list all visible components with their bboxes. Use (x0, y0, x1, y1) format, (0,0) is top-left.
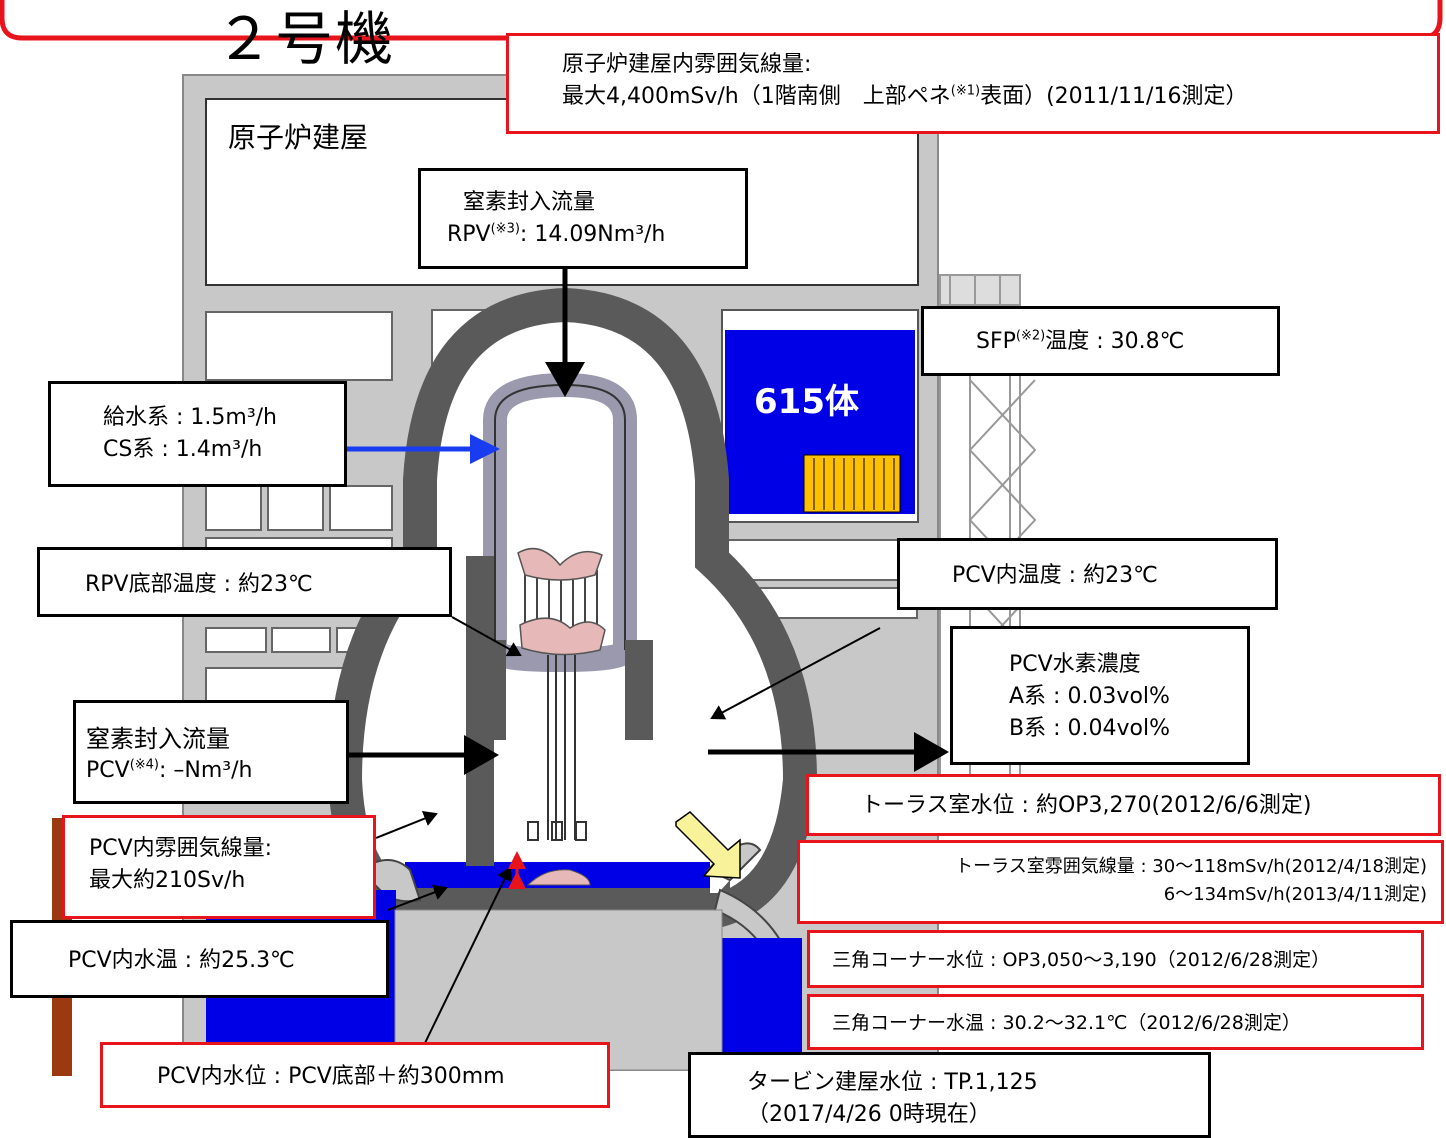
arrow-rpv-bottom (451, 616, 522, 657)
pcv-dose-line1: PCV内雰囲気線量: (89, 836, 273, 861)
n2-rpv-line2: RPV(※3): 14.09Nm³/h (447, 221, 666, 247)
debris (526, 869, 591, 886)
arrow-torus (675, 811, 741, 879)
arrow-pcv-temp (710, 627, 881, 720)
n2-pcv-line2: PCV(※4): –Nm³/h (86, 757, 253, 783)
arrow-water-level (424, 866, 512, 1044)
n2-pcv-box: 窒素封入流量 PCV(※4): –Nm³/h (73, 700, 349, 804)
biological-shield-right (625, 640, 653, 740)
arrow-water-temp (387, 884, 448, 911)
pcv-h2-title: PCV水素濃度 (1009, 652, 1141, 677)
building-dose-box: 原子炉建屋内雰囲気線量: 最大4,400mSv/h（1階南側 上部ペネ(※1)表… (506, 33, 1440, 134)
n2-rpv-box: 窒素封入流量 RPV(※3): 14.09Nm³/h (418, 168, 748, 269)
reactor-building-label: 原子炉建屋 (228, 121, 369, 154)
pcv-water-temp-box: PCV内水温 : 約25.3℃ (10, 920, 389, 998)
corner-level-box: 三角コーナー水位 : OP3,050～3,190（2012/6/28測定） (807, 930, 1424, 988)
turbine-level-line1: タービン建屋水位 : TP.1,125 (747, 1070, 1038, 1095)
spent-fuel-count: 615体 (754, 382, 859, 422)
building-dose-line2: 最大4,400mSv/h（1階南側 上部ペネ(※1)表面）(2011/11/16… (562, 83, 1248, 109)
pcv-temp: PCV内温度 : 約23℃ (952, 563, 1158, 588)
sfp-temp: SFP(※2)温度 : 30.8℃ (976, 328, 1185, 354)
pcv-water-level-box: PCV内水位 : PCV底部＋約300mm (100, 1042, 610, 1108)
torus-dose-box: トーラス室雰囲気線量 : 30～118mSv/h(2012/4/18測定) 6～… (797, 840, 1444, 924)
rpv-bottom-temp-box: RPV底部温度 : 約23℃ (37, 547, 452, 617)
building-dose-line1: 原子炉建屋内雰囲気線量: (562, 52, 812, 77)
sfp-box: SFP(※2)温度 : 30.8℃ (921, 306, 1280, 376)
arrow-pcv-dose (375, 811, 438, 839)
rpv-bottom-temp: RPV底部温度 : 約23℃ (85, 572, 313, 597)
turbine-level-box: タービン建屋水位 : TP.1,125 （2017/4/26 0時現在） (688, 1052, 1211, 1138)
control-rod-drives (527, 655, 587, 841)
torus-level-box: トーラス室水位 : 約OP3,270(2012/6/6測定) (806, 774, 1441, 836)
pcv-dose-line2: 最大約210Sv/h (89, 868, 246, 893)
feedwater-box: 給水系 : 1.5m³/h CS系 : 1.4m³/h (48, 381, 347, 487)
biological-shield-left (466, 556, 494, 866)
torus-dose-line2: 6～134mSv/h(2013/4/11測定) (1163, 884, 1427, 905)
pcv-temp-box: PCV内温度 : 約23℃ (897, 538, 1278, 610)
pcv-water-temp: PCV内水温 : 約25.3℃ (68, 948, 295, 973)
pcv-water-level: PCV内水位 : PCV底部＋約300mm (157, 1064, 505, 1089)
fuel-racks (803, 454, 901, 513)
pcv-dose-box: PCV内雰囲気線量: 最大約210Sv/h (62, 815, 376, 919)
n2-rpv-line1: 窒素封入流量 (463, 190, 596, 215)
torus-water-right (722, 938, 802, 1058)
torus-level: トーラス室水位 : 約OP3,270(2012/6/6測定) (861, 793, 1312, 818)
feedwater-line1: 給水系 : 1.5m³/h (103, 405, 277, 430)
unit-title: ２号機 (215, 5, 396, 73)
turbine-level-line2: （2017/4/26 0時現在） (747, 1102, 991, 1127)
corner-level: 三角コーナー水位 : OP3,050～3,190（2012/6/28測定） (832, 949, 1331, 971)
pcv-h2-a: A系 : 0.03vol% (1009, 684, 1170, 709)
n2-pcv-line1: 窒素封入流量 (86, 725, 230, 753)
feedwater-line2: CS系 : 1.4m³/h (103, 437, 263, 462)
torus-dose-line1: トーラス室雰囲気線量 : 30～118mSv/h(2012/4/18測定) (955, 856, 1427, 877)
corner-temp: 三角コーナー水温 : 30.2～32.1℃（2012/6/28測定） (832, 1012, 1301, 1034)
pcv-h2-b: B系 : 0.04vol% (1009, 716, 1170, 741)
core-debris-upper (517, 547, 603, 581)
pcv-hydrogen-box: PCV水素濃度 A系 : 0.03vol% B系 : 0.04vol% (950, 626, 1250, 765)
core-debris-lower (519, 617, 606, 656)
corner-temp-box: 三角コーナー水温 : 30.2～32.1℃（2012/6/28測定） (807, 994, 1424, 1050)
